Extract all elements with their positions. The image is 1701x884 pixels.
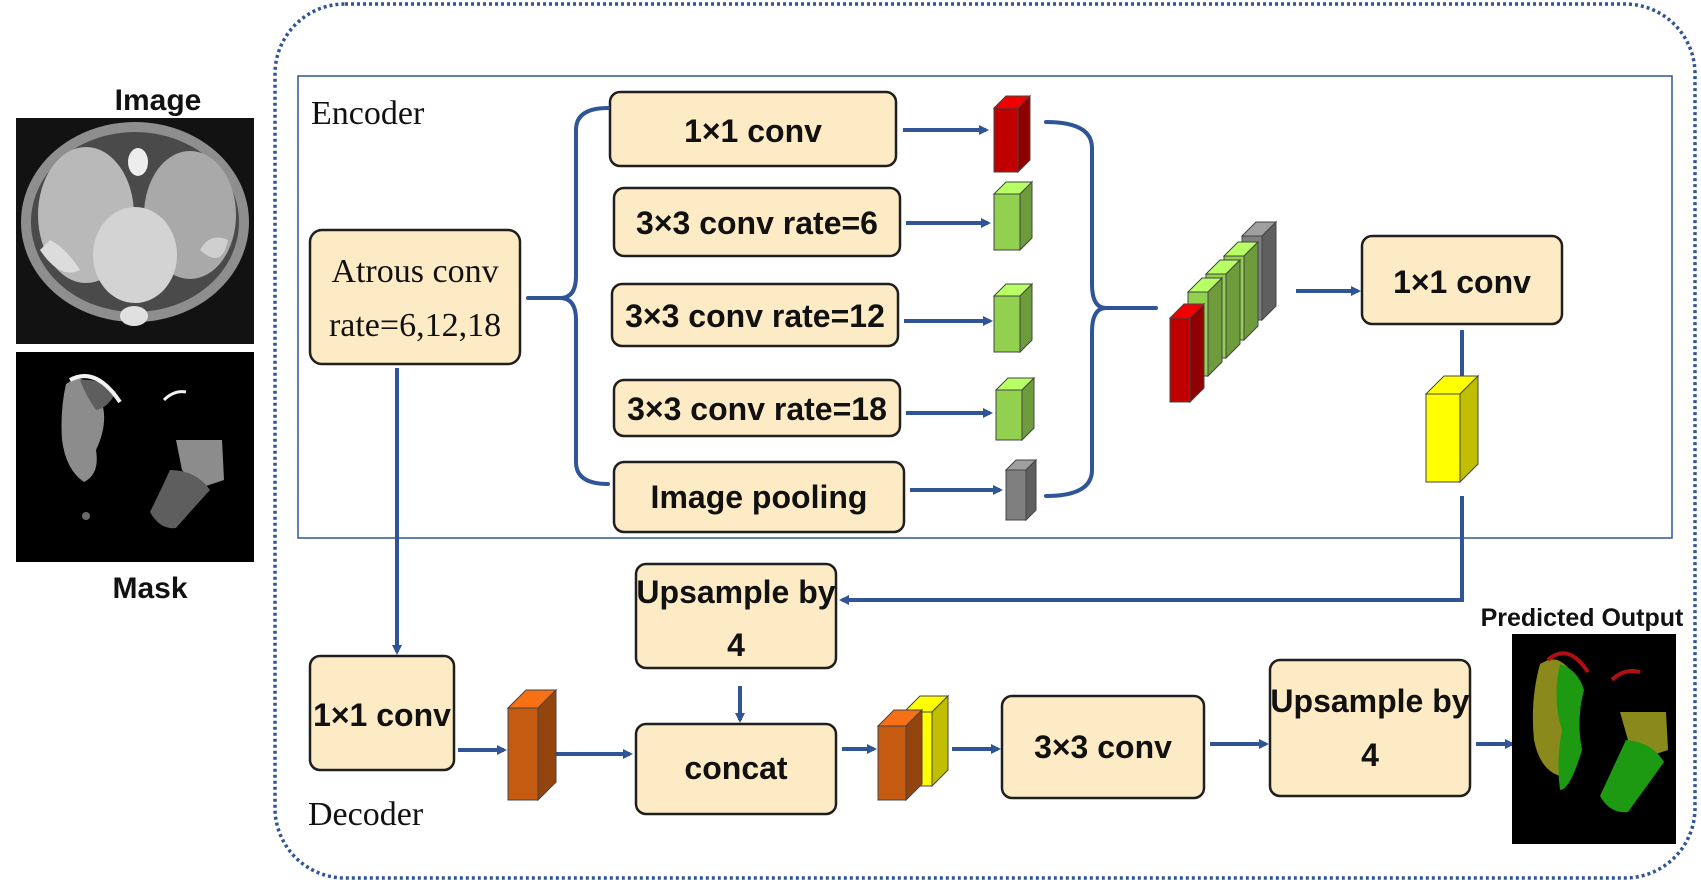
branch-rate18-box: 3×3 conv rate=18 (612, 378, 902, 438)
feature-pooling (1004, 458, 1038, 522)
decoder-3x3-conv-label: 3×3 conv (1034, 729, 1172, 765)
concat-box: concat (634, 722, 838, 816)
feature-rate18 (994, 376, 1036, 442)
feature-pooling-side (1025, 458, 1037, 522)
stack-gray-side (1261, 220, 1277, 322)
feature-concat-orange-front (877, 725, 907, 801)
feature-rate6-side (1019, 180, 1033, 252)
upsample-output-label-line2: 4 (1361, 737, 1379, 773)
feature-rate18-front (995, 389, 1023, 441)
feature-map-blocks (506, 94, 1480, 802)
ct-input-image (16, 118, 254, 344)
branch-rate12-box: 3×3 conv rate=12 (610, 282, 900, 348)
branch-rate6-label: 3×3 conv rate=6 (636, 205, 878, 241)
atrous-conv-box: Atrous conv rate=6,12,18 (308, 228, 522, 366)
feature-rate6 (992, 180, 1034, 252)
predicted-output-label: Predicted Output (1481, 604, 1684, 632)
branch-pooling-box: Image pooling (612, 460, 906, 534)
mask-input-image (16, 352, 254, 562)
feature-pooling-front (1005, 469, 1027, 521)
branch-rate6-box: 3×3 conv rate=6 (612, 186, 902, 258)
feature-low-level-side (537, 688, 557, 802)
fuse-1x1-conv-box: 1×1 conv (1360, 234, 1564, 326)
feature-1x1-side (1017, 94, 1031, 174)
branch-merge-brace (1044, 120, 1158, 498)
feature-low-level-front (507, 707, 539, 801)
feature-concat-orange-side (905, 708, 923, 802)
concat-label: concat (684, 750, 787, 786)
branch-rate12-label: 3×3 conv rate=12 (625, 298, 885, 334)
upsample-output-label-line1: Upsample by (1270, 683, 1469, 719)
branch-pooling-label: Image pooling (651, 479, 868, 515)
stack-red (1168, 302, 1206, 404)
feature-1x1 (992, 94, 1032, 174)
atrous-conv-label-line1: Atrous conv (331, 253, 498, 290)
feature-fused (1424, 374, 1480, 484)
decoder-3x3-conv-box: 3×3 conv (1000, 694, 1206, 800)
branch-1x1-conv-box: 1×1 conv (608, 90, 898, 168)
encoder-title: Encoder (311, 95, 425, 132)
stack-green-2-side (1225, 258, 1241, 360)
stack-green-1-side (1243, 240, 1259, 342)
feature-rate12 (992, 282, 1034, 354)
stack-green-3-side (1207, 276, 1223, 378)
branch-split-brace (526, 106, 610, 486)
branch-1x1-conv-label: 1×1 conv (684, 113, 822, 149)
upsample-top-label-line1: Upsample by (636, 574, 835, 610)
branch-rate18-label: 3×3 conv rate=18 (627, 391, 887, 427)
feature-concat-yellow-side (931, 694, 949, 788)
decoder-title: Decoder (308, 796, 424, 833)
image-label: Image (115, 84, 202, 117)
model-frame (273, 2, 1697, 880)
upsample-top-label-line2: 4 (727, 627, 745, 663)
mask-label: Mask (112, 572, 187, 605)
encoder-frame (297, 75, 1673, 539)
upsample-top-box: Upsample by 4 (634, 562, 838, 670)
feature-fused-side (1459, 374, 1479, 484)
upsample-output-box: Upsample by 4 (1268, 658, 1472, 798)
atrous-conv-label-line2: rate=6,12,18 (329, 307, 501, 344)
feature-rate6-front (993, 193, 1021, 251)
stack-red-side (1189, 302, 1205, 404)
feature-low-level (506, 688, 558, 802)
feature-1x1-front (993, 107, 1019, 173)
low-level-1x1-conv-label: 1×1 conv (313, 697, 451, 733)
feature-rate12-side (1019, 282, 1033, 354)
fuse-1x1-conv-label: 1×1 conv (1393, 264, 1531, 300)
arrow-feature-to-upsample (839, 496, 1464, 605)
feature-fused-front (1425, 393, 1461, 483)
low-level-1x1-conv-box: 1×1 conv (308, 654, 456, 772)
stack-red-front (1169, 317, 1191, 403)
feature-rate12-front (993, 295, 1021, 353)
feature-concat-orange (876, 708, 924, 802)
predicted-output-image (1512, 634, 1676, 844)
